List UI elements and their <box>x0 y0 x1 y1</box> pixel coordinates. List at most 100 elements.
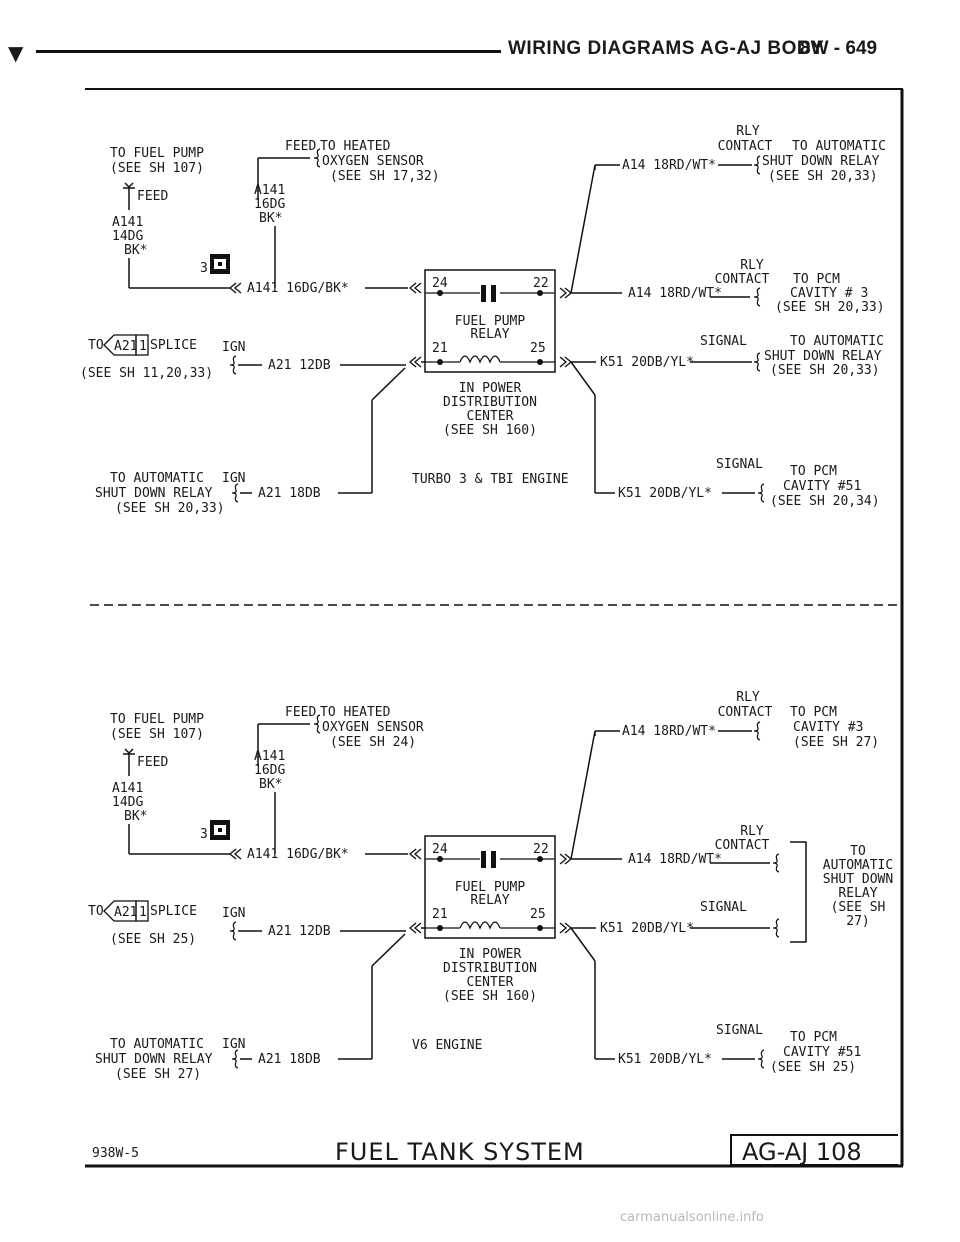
a141-left-code: A141 <box>112 215 143 230</box>
pdc-label-2: DISTRIBUTION <box>443 961 537 976</box>
pdc-label-3: CENTER <box>467 975 514 990</box>
wire-a21-18-label: A21 18DB <box>258 1052 321 1067</box>
wire-segment <box>570 927 596 962</box>
wire-k51-mid-label: K51 20DB/YL* <box>600 921 694 936</box>
asd-dest-ref: (SEE SH 20,33) <box>115 501 225 516</box>
wire-path <box>413 282 422 294</box>
wire-path <box>408 848 417 860</box>
wire-path <box>313 714 321 734</box>
heated-sensor-label: TO HEATED <box>320 705 391 720</box>
rly2-contact: CONTACT <box>715 272 770 287</box>
connector-number: 3 <box>200 261 208 276</box>
relay-pin-22: 22 <box>533 276 549 291</box>
a141-left-gauge: 14DG <box>112 229 143 244</box>
wire-path <box>313 148 321 168</box>
rly1-contact: CONTACT <box>718 705 773 720</box>
wire-path <box>757 483 765 503</box>
heated-sensor-name: OXYGEN SENSOR <box>322 154 424 169</box>
signal1-label: SIGNAL <box>700 334 747 349</box>
sig2-dest-label: TO PCM <box>790 464 837 479</box>
wire-a141-label: A141 16DG/BK* <box>247 281 349 296</box>
signal1-label: SIGNAL <box>700 900 747 915</box>
bracket-dest-line: SHUT DOWN <box>823 872 893 887</box>
sig2-dest-name: CAVITY #51 <box>783 1045 861 1060</box>
a141-left-gauge: 14DG <box>112 795 143 810</box>
wire-a21-18-label: A21 18DB <box>258 486 321 501</box>
wire-path <box>459 921 501 930</box>
fuel-pump-label: TO FUEL PUMP <box>110 146 204 161</box>
wire-path <box>408 922 417 934</box>
wire-k51-bot-label: K51 20DB/YL* <box>618 1052 712 1067</box>
a141-left-code: A141 <box>112 781 143 796</box>
asd-dest-name: SHUT DOWN RELAY <box>95 1052 213 1067</box>
feed-left-label: FEED <box>137 755 168 770</box>
relay-pin-25: 25 <box>530 341 546 356</box>
rly1-dest-ref: (SEE SH 20,33) <box>768 169 878 184</box>
wire-k51-bot-label: K51 20DB/YL* <box>618 486 712 501</box>
relay-pin-21: 21 <box>432 341 448 356</box>
rly1-dest-label: TO PCM <box>790 705 837 720</box>
header-triangle-icon: ▼ <box>8 41 24 65</box>
splice-word: SPLICE <box>150 904 197 919</box>
watermark: carmanualsonline.info <box>620 1210 764 1225</box>
heated-sensor-ref: (SEE SH 17,32) <box>330 169 440 184</box>
relay-contact-b <box>491 851 496 868</box>
feed-top-label: FEED <box>285 705 316 720</box>
wire-path <box>790 841 807 943</box>
sig2-dest-label: TO PCM <box>790 1030 837 1045</box>
relay-contact-a <box>481 285 486 302</box>
signal2-label: SIGNAL <box>716 1023 763 1038</box>
relay-contact-a <box>481 851 486 868</box>
sig2-dest-ref: (SEE SH 20,34) <box>770 494 880 509</box>
pdc-ref: (SEE SH 160) <box>443 989 537 1004</box>
wire-segment <box>371 367 406 401</box>
rly2-dest-label: TO PCM <box>793 272 840 287</box>
splice-number: 1 <box>139 905 147 920</box>
relay-name-2: RELAY <box>470 327 509 342</box>
wire-path <box>233 282 242 294</box>
wire-path <box>459 355 501 364</box>
sig1-dest-name: SHUT DOWN RELAY <box>764 349 882 364</box>
wire-segment <box>570 730 596 860</box>
wire-path <box>231 1049 239 1069</box>
rly1-contact: CONTACT <box>718 139 773 154</box>
signal2-label: SIGNAL <box>716 457 763 472</box>
wire-path <box>124 182 134 189</box>
pdc-label-2: DISTRIBUTION <box>443 395 537 410</box>
wire-a14-top-label: A14 18RD/WT* <box>622 158 716 173</box>
a141-mid-code: A141 <box>254 183 285 198</box>
a141-mid-color: BK* <box>259 211 282 226</box>
asd-dest-ref: (SEE SH 27) <box>115 1067 201 1082</box>
relay-name: FUEL PUMP <box>455 880 526 895</box>
wire-segment <box>570 164 596 294</box>
wire-path <box>413 848 422 860</box>
rly2-dest-name: CAVITY # 3 <box>790 286 868 301</box>
relay-pin-22: 22 <box>533 842 549 857</box>
wire-a14-mid-label: A14 18RD/WT* <box>628 286 722 301</box>
footer-code: 938W-5 <box>92 1146 139 1161</box>
a141-left-color: BK* <box>124 809 147 824</box>
wire-segment <box>371 933 406 967</box>
relay-name-2: RELAY <box>470 893 509 908</box>
wire-path <box>772 918 780 938</box>
bracket-dest-line: AUTOMATIC <box>823 858 893 873</box>
a141-mid-gauge: 16DG <box>254 197 285 212</box>
relay-box <box>424 835 556 939</box>
wire-path <box>229 355 237 375</box>
wire-path <box>753 352 761 372</box>
relay-pin-24: 24 <box>432 276 448 291</box>
heated-sensor-name: OXYGEN SENSOR <box>322 720 424 735</box>
pdc-ref: (SEE SH 160) <box>443 423 537 438</box>
sig1-dest-ref: (SEE SH 20,33) <box>770 363 880 378</box>
wire-path <box>233 848 242 860</box>
heated-sensor-ref: (SEE SH 24) <box>330 735 416 750</box>
wire-path <box>408 282 417 294</box>
wire-path <box>124 748 134 755</box>
rly1-dest-name: SHUT DOWN RELAY <box>762 154 880 169</box>
connector-number: 3 <box>200 827 208 842</box>
relay-pin-25: 25 <box>530 907 546 922</box>
page-number: 8W - 649 <box>800 38 878 59</box>
wire-a14-mid-label: A14 18RD/WT* <box>628 852 722 867</box>
splice-cavity <box>135 334 149 356</box>
